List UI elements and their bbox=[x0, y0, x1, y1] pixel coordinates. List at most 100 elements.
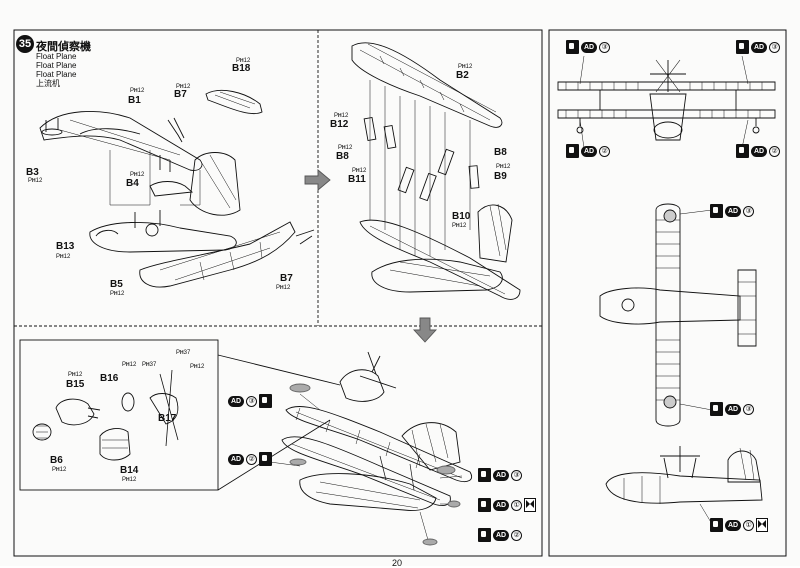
engine-subassembly-box bbox=[19, 339, 219, 491]
paint-box-icon bbox=[259, 452, 273, 466]
ad-tag: AD bbox=[751, 41, 768, 53]
part-label-b18: B18 bbox=[232, 63, 251, 74]
front-view bbox=[557, 59, 776, 141]
sprue-ref: PH12 bbox=[68, 372, 83, 378]
variant-item: Float Plane bbox=[36, 52, 77, 61]
part-label-b13: B13 bbox=[56, 241, 75, 252]
ad-tag: AD bbox=[493, 499, 510, 511]
strut-b7 bbox=[167, 117, 185, 143]
paint-box-icon bbox=[736, 40, 749, 54]
tail-b18 bbox=[205, 90, 263, 114]
part-label-b6: B6 bbox=[50, 455, 63, 466]
variant-item: 上流机 bbox=[36, 79, 60, 88]
paint-box-icon bbox=[710, 204, 723, 218]
ad-tag: AD bbox=[581, 41, 598, 53]
part-label-b7-lower: B7 bbox=[280, 273, 293, 284]
ad-tag: AD bbox=[725, 519, 742, 531]
decal-flag-icon bbox=[524, 498, 537, 512]
sprue-ref: PH12 bbox=[458, 64, 473, 70]
sprue-ref: PH12 bbox=[52, 467, 67, 473]
left-panel-border bbox=[13, 29, 543, 557]
page-number: 20 bbox=[392, 558, 403, 568]
sprue-ref: PH12 bbox=[496, 164, 511, 170]
upper-wing-b1 bbox=[39, 110, 203, 172]
part-label-b15: B15 bbox=[66, 379, 85, 390]
sprue-ref: PH37 bbox=[176, 350, 191, 356]
paint-box-icon bbox=[736, 144, 749, 158]
part-label-b2: B2 bbox=[456, 70, 469, 81]
paint-spot bbox=[436, 465, 456, 475]
paint-box-icon bbox=[478, 468, 491, 482]
part-label-b4: B4 bbox=[126, 178, 139, 189]
hull-b5 bbox=[139, 221, 315, 288]
paint-box-icon bbox=[710, 518, 723, 532]
variant-list: Float Plane Float Plane Float Plane 上流机 bbox=[36, 52, 76, 88]
sprue-ref: PH12 bbox=[452, 223, 467, 229]
paint-spot bbox=[422, 538, 438, 546]
ad-tag: AD bbox=[228, 453, 245, 465]
step-title: 夜間偵察機 bbox=[36, 40, 91, 53]
part-label-b11: B11 bbox=[348, 174, 366, 185]
ad-tag: AD bbox=[493, 529, 510, 541]
engine-parts bbox=[32, 369, 179, 461]
part-label-b10: B10 bbox=[452, 211, 471, 222]
paint-box-icon bbox=[710, 402, 723, 416]
ad-tag: AD bbox=[725, 205, 742, 217]
sprue-ref: PH12 bbox=[176, 84, 191, 90]
part-label-b14: B14 bbox=[120, 465, 139, 476]
final-aircraft-side bbox=[269, 351, 473, 541]
next-arrow-right bbox=[304, 169, 331, 191]
sprue-ref: PH12 bbox=[276, 285, 291, 291]
leader-line bbox=[217, 419, 331, 491]
paint-spot bbox=[447, 500, 461, 508]
part-label-b8: B8 bbox=[336, 151, 349, 162]
sprue-ref: PH12 bbox=[122, 362, 137, 368]
decal-flag-icon bbox=[756, 518, 769, 532]
upper-wing-b2 bbox=[351, 42, 503, 128]
step-number-badge: 35 bbox=[16, 35, 34, 53]
part-label-b12: B12 bbox=[330, 119, 349, 130]
part-label-b3: B3 bbox=[26, 167, 39, 178]
struts bbox=[363, 116, 480, 202]
sprue-ref: PH37 bbox=[142, 362, 157, 368]
paint-box-icon bbox=[478, 528, 491, 542]
sprue-ref: PH12 bbox=[334, 113, 349, 119]
right-panel-border bbox=[548, 29, 787, 557]
sprue-ref: PH12 bbox=[190, 364, 205, 370]
ad-tag: AD bbox=[228, 395, 245, 407]
ad-tag: AD bbox=[581, 145, 598, 157]
lower-fuselage bbox=[89, 152, 241, 253]
part-label-b7: B7 bbox=[174, 89, 187, 100]
sprue-ref: PH12 bbox=[130, 172, 145, 178]
part-label-b16: B16 bbox=[100, 373, 119, 384]
sprue-ref: PH12 bbox=[28, 178, 43, 184]
paint-spot bbox=[289, 458, 307, 466]
part-label-b1: B1 bbox=[128, 95, 141, 106]
top-view bbox=[599, 203, 757, 427]
side-view bbox=[605, 446, 763, 504]
lower-plane-assembly bbox=[359, 203, 521, 300]
paint-box-icon bbox=[478, 498, 491, 512]
sprue-ref: PH12 bbox=[122, 477, 137, 483]
paint-box-icon bbox=[566, 40, 579, 54]
sprue-ref: PH12 bbox=[130, 88, 145, 94]
part-label-b9: B9 bbox=[494, 171, 507, 182]
sprue-ref: PH12 bbox=[236, 58, 251, 64]
variant-item: Float Plane bbox=[36, 61, 77, 70]
sprue-ref: PH12 bbox=[338, 145, 353, 151]
variant-item: Float Plane bbox=[36, 70, 77, 79]
part-label-b5: B5 bbox=[110, 279, 123, 290]
